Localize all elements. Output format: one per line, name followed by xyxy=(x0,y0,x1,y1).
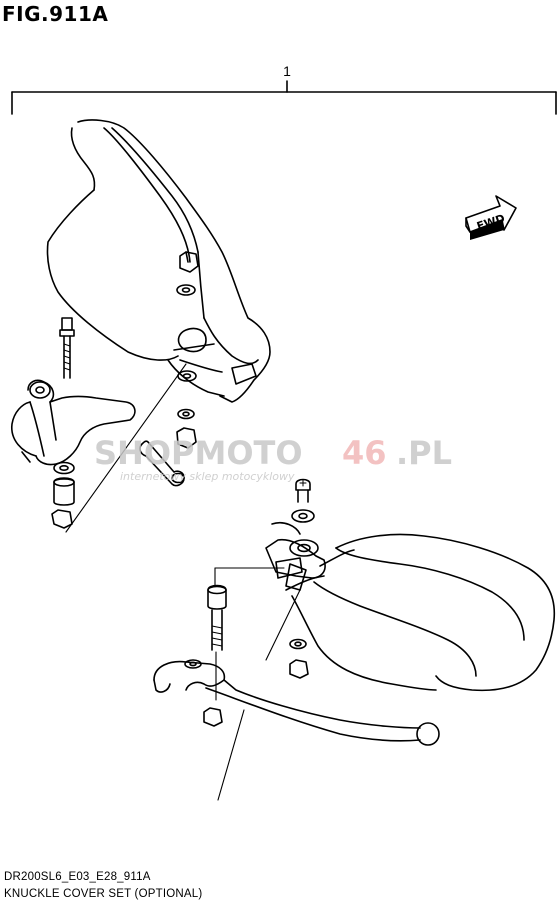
lower-lever xyxy=(153,659,440,746)
upper-nut-low xyxy=(176,427,197,449)
model-code: DR200SL6_E03_E28_911A xyxy=(4,871,151,883)
lower-knuckle-cover xyxy=(265,521,556,692)
upper-long-bolt xyxy=(59,317,75,379)
lower-screw xyxy=(295,478,311,503)
upper-washer-top xyxy=(176,284,196,296)
upper-leader xyxy=(65,363,187,533)
watermark-number: 46 xyxy=(342,434,387,472)
clamp-spacer xyxy=(53,477,75,506)
upper-pin xyxy=(139,440,185,487)
lower-long-bolt xyxy=(207,584,227,651)
clamp-washer xyxy=(53,461,75,475)
lower-washer-right xyxy=(289,638,307,650)
upper-washer-low xyxy=(177,408,195,420)
callout-number: 1 xyxy=(283,63,291,79)
watermark-suffix: .PL xyxy=(396,434,452,472)
upper-knuckle-cover xyxy=(46,119,271,403)
figure-title: FIG.911A xyxy=(2,2,109,26)
lower-leaders xyxy=(214,567,301,801)
lower-nut-right xyxy=(289,659,309,679)
watermark-brand: SHOPMOTO xyxy=(94,434,303,472)
lower-washer-top xyxy=(291,509,315,523)
callout-bracket xyxy=(11,80,557,115)
lower-nut-left xyxy=(203,707,223,727)
watermark: SHOPMOTO 46 .PL internetowy sklep motocy… xyxy=(94,434,452,483)
part-description: KNUCKLE COVER SET (OPTIONAL) xyxy=(4,888,203,900)
clamp-nut xyxy=(51,509,73,529)
lower-collar xyxy=(289,539,319,557)
watermark-tagline: internetowy sklep motocyklowy xyxy=(120,470,295,483)
upper-nut xyxy=(179,251,199,273)
